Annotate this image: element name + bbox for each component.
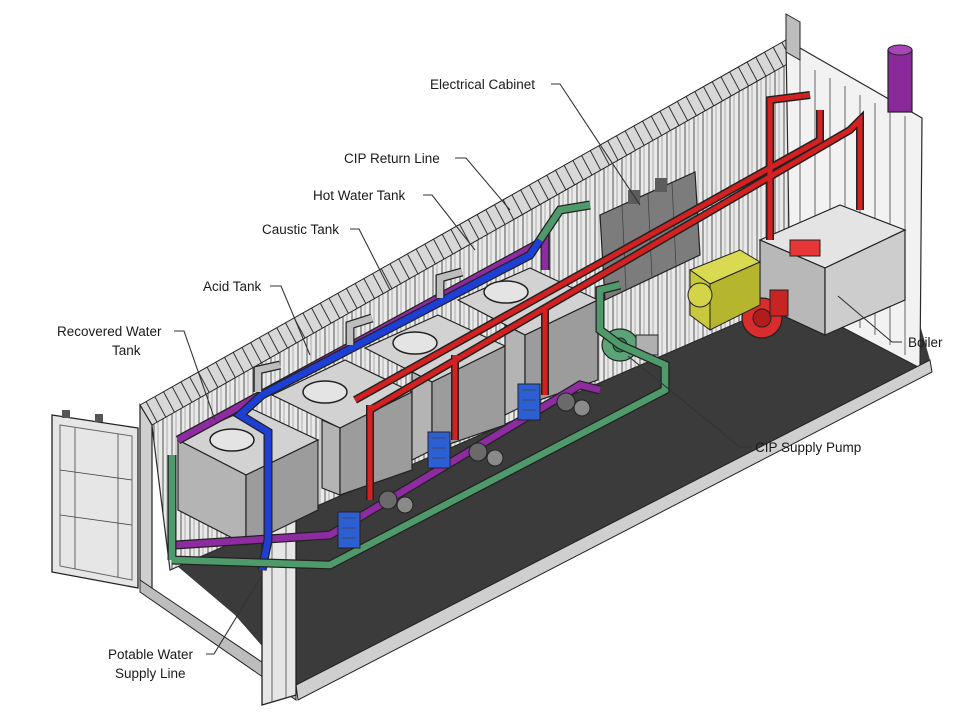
callout-acid-tank: Acid Tank — [203, 279, 311, 356]
label-electrical-cabinet: Electrical Cabinet — [430, 77, 535, 92]
callout-caustic-tank: Caustic Tank — [262, 222, 391, 291]
callout-recovered-water-tank: Recovered Water Tank — [57, 324, 216, 421]
acid-tank — [270, 359, 414, 496]
heat-exchanger-1 — [337, 511, 361, 549]
container-floor — [170, 280, 930, 685]
container-bottom-sill — [295, 359, 933, 701]
far-door-edge — [785, 13, 801, 61]
container-near-frame — [139, 402, 153, 592]
callout-boiler: Boiler — [837, 295, 943, 350]
heat-exchanger-3 — [517, 383, 541, 421]
label-hot-water-tank: Hot Water Tank — [313, 188, 406, 203]
callout-electrical-cabinet: Electrical Cabinet — [430, 77, 641, 206]
callout-cip-supply-pump: CIP Supply Pump — [627, 355, 861, 455]
hot-water-pipes — [353, 91, 864, 500]
heat-exchanger-2 — [427, 431, 451, 469]
container-near-bottom-rail — [139, 579, 297, 701]
label-recovered-water-tank-l2: Tank — [112, 343, 141, 358]
label-potable-water-l2: Supply Line — [115, 666, 186, 681]
potable-water-supply-pipe — [232, 237, 544, 571]
tank-inlet-stubs — [253, 267, 464, 392]
chimney-stack — [887, 44, 913, 113]
label-boiler: Boiler — [908, 335, 943, 350]
callout-hot-water-tank: Hot Water Tank — [313, 188, 476, 251]
blower-unit — [687, 249, 762, 331]
valve-cluster — [378, 392, 591, 514]
label-cip-return-line: CIP Return Line — [344, 151, 440, 166]
callout-cip-return-line: CIP Return Line — [344, 151, 511, 211]
label-potable-water-l1: Potable Water — [108, 647, 194, 662]
callout-potable-water-supply-line: Potable Water Supply Line — [108, 574, 263, 681]
cip-supply-pipe — [167, 200, 670, 570]
left-door — [51, 410, 139, 589]
label-acid-tank: Acid Tank — [203, 279, 262, 294]
label-recovered-water-tank-l1: Recovered Water — [57, 324, 162, 339]
label-cip-supply-pump: CIP Supply Pump — [755, 440, 861, 455]
label-caustic-tank: Caustic Tank — [262, 222, 339, 237]
